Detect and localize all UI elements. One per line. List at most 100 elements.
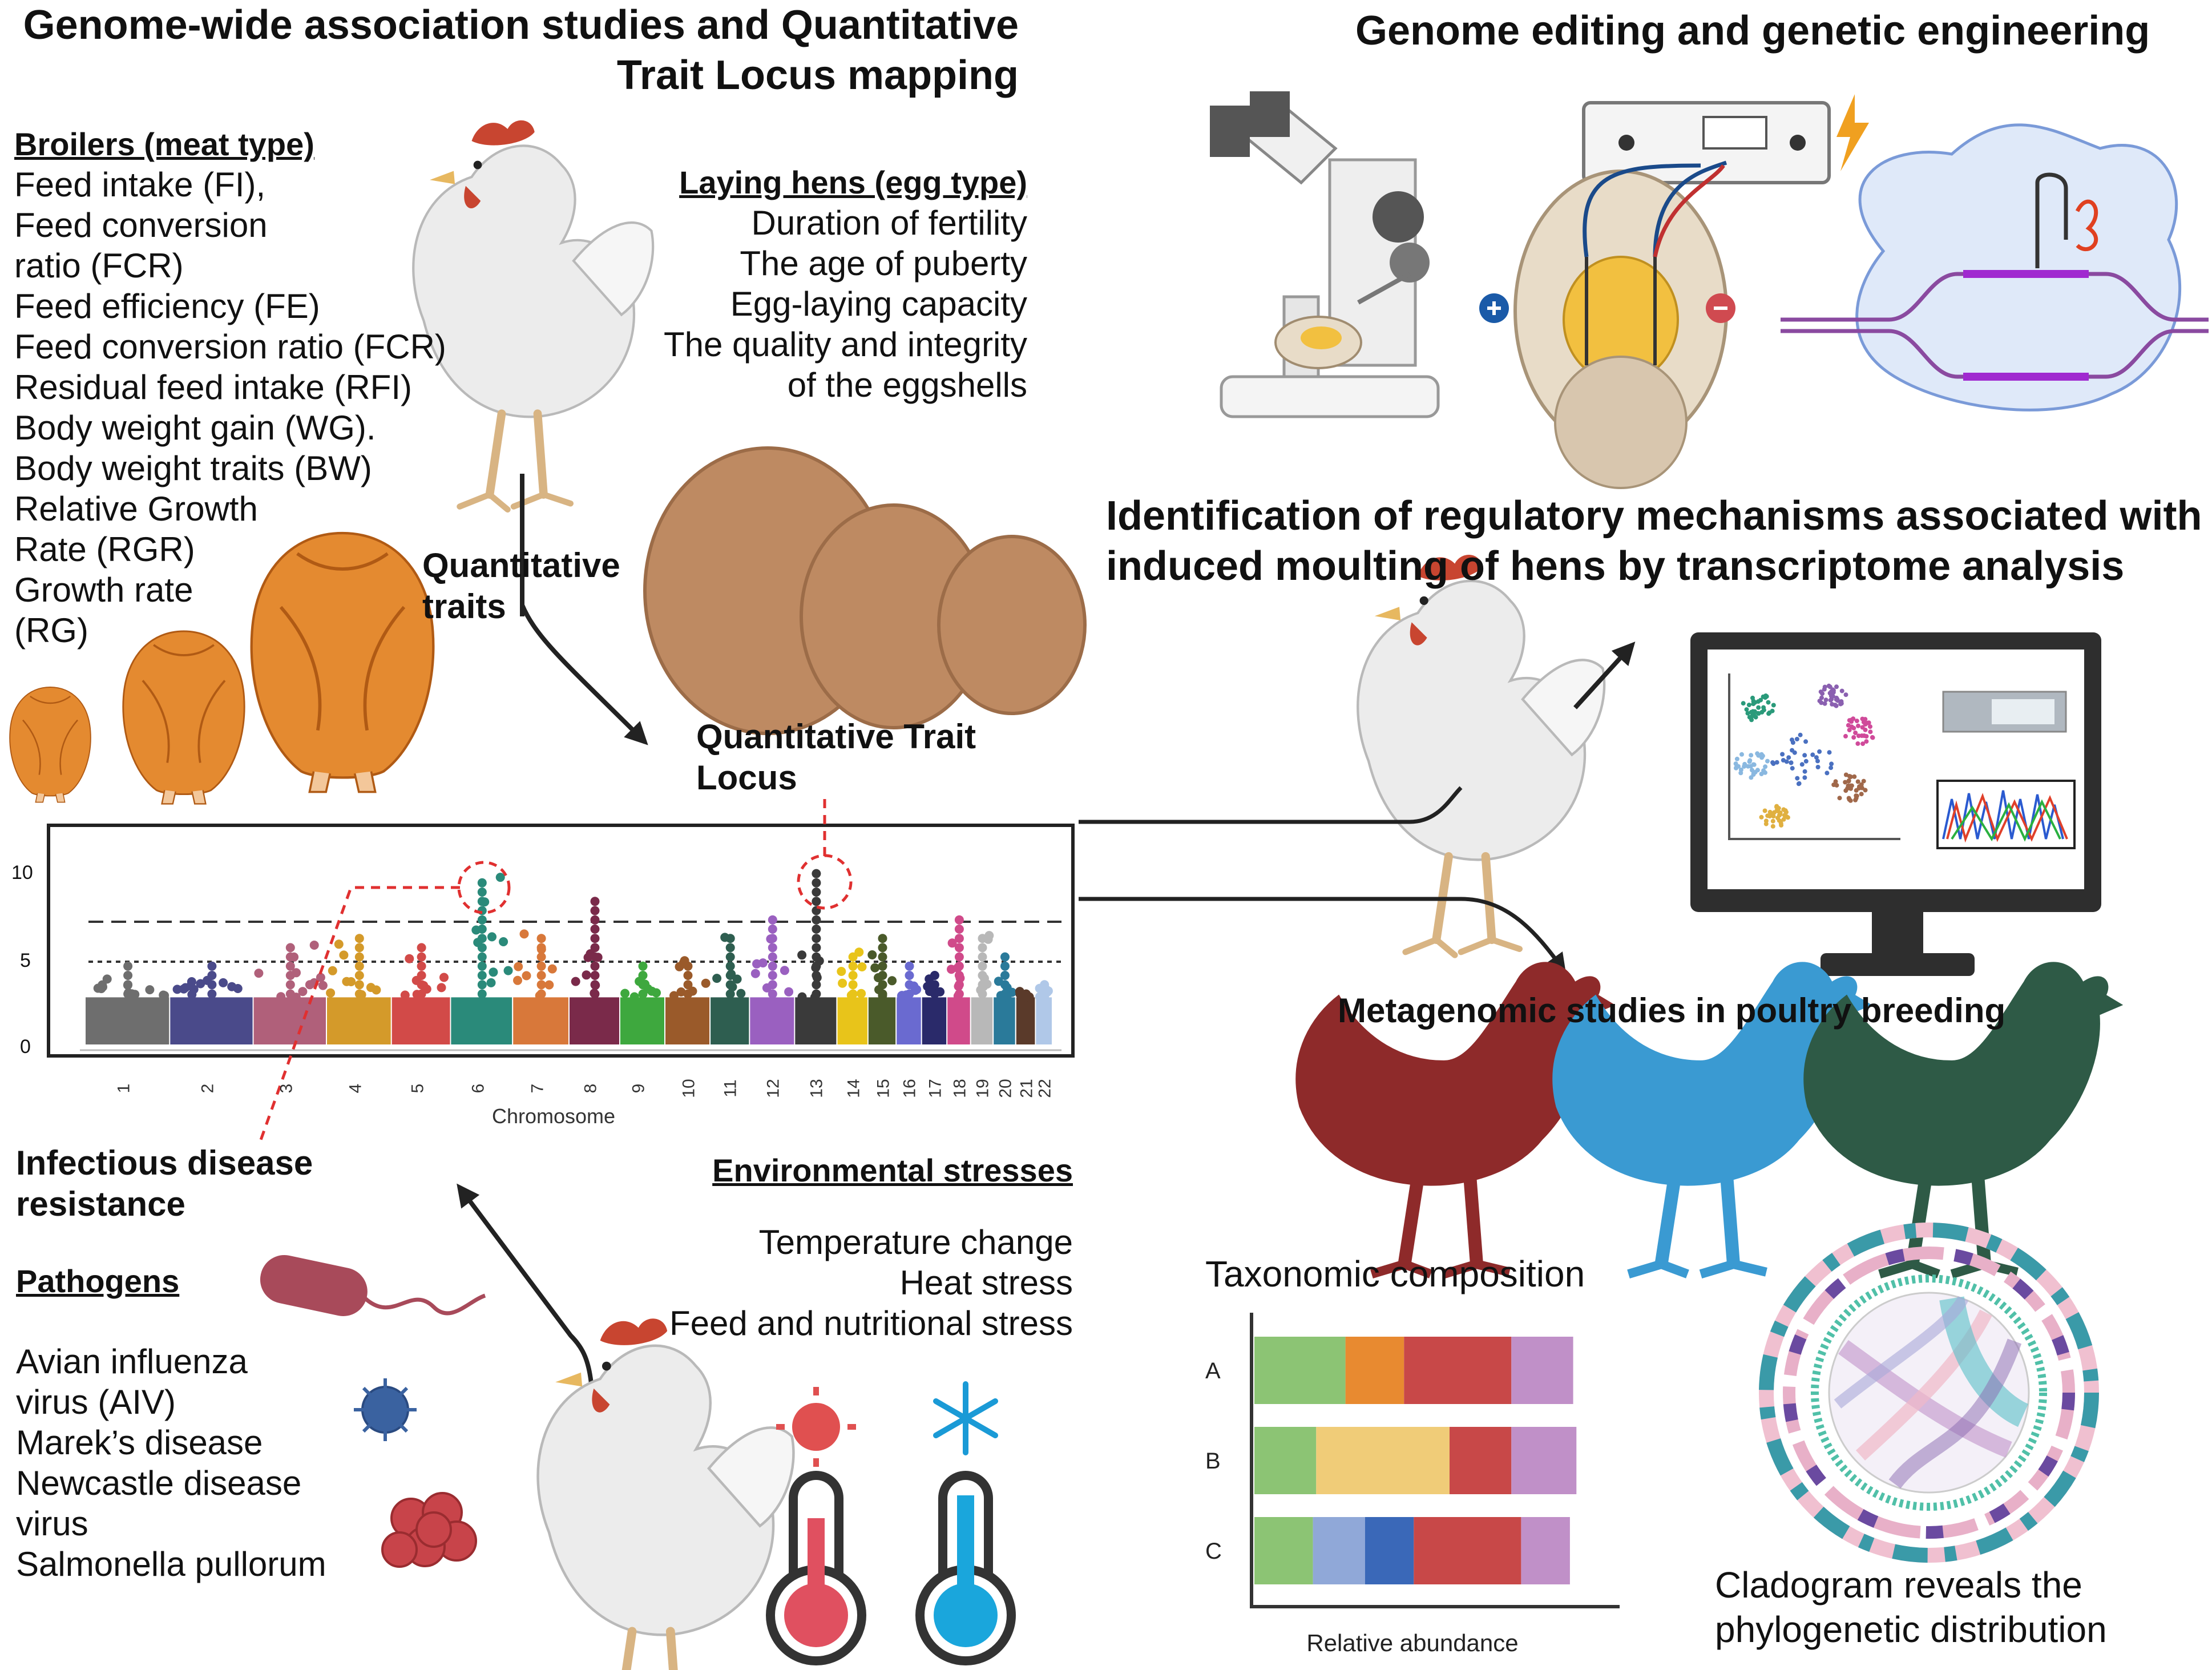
tsne-point	[1752, 709, 1757, 714]
tsne-point	[1778, 819, 1783, 824]
snp-peak-point	[930, 980, 939, 990]
tsne-point	[1828, 697, 1833, 703]
snp-point	[305, 980, 314, 990]
snp-peak-point	[768, 989, 777, 999]
snp-peak-point	[1022, 989, 1031, 999]
egg-electroporation-illustration	[1479, 160, 1735, 489]
taxonomic-category-label: A	[1205, 1358, 1221, 1383]
snp-point	[784, 987, 794, 997]
tsne-point	[1834, 697, 1839, 702]
tsne-point	[1766, 700, 1771, 705]
snp-peak-point	[768, 961, 777, 971]
snp-peak-point	[477, 897, 487, 906]
taxonomic-segment-A	[1345, 1337, 1404, 1404]
broiler-carcass-medium	[122, 630, 246, 805]
chromosome-tick-label: 6	[469, 1083, 488, 1094]
tsne-point	[1810, 752, 1815, 757]
tsne-point	[1763, 764, 1768, 769]
snp-peak-point	[978, 952, 987, 962]
chromosome-tick-label: 17	[926, 1079, 945, 1098]
tsne-point	[1774, 760, 1779, 765]
chromosome-band-15	[868, 997, 896, 1044]
snp-point	[867, 950, 877, 959]
chromosome-tick-label: 11	[721, 1079, 740, 1098]
tsne-point	[1843, 780, 1848, 785]
snp-peak-point	[683, 961, 693, 971]
broiler-trait: Feed efficiency (FE)	[14, 287, 320, 325]
tsne-point	[1759, 772, 1764, 776]
pathogen-item: Newcastle disease	[16, 1464, 302, 1502]
tsne-point	[1756, 705, 1761, 710]
snp-peak-point	[954, 934, 964, 943]
tsne-point	[1803, 759, 1809, 764]
tsne-point	[1864, 734, 1869, 739]
layers-block: Laying hens (egg type) Duration of ferti…	[571, 163, 1027, 405]
snp-peak-point	[725, 952, 735, 962]
tsne-point	[1763, 821, 1769, 826]
pathogen-item: virus (AIV)	[16, 1383, 176, 1421]
broiler-trait: Relative Growth	[14, 490, 258, 528]
taxonomic-segment-B	[1254, 1427, 1317, 1494]
cladogram-circos	[1759, 1223, 2099, 1563]
snp-point	[179, 984, 188, 994]
tsne-point	[1770, 760, 1775, 765]
snp-point	[736, 989, 746, 998]
tsne-point	[1847, 797, 1852, 802]
tsne-point	[1853, 731, 1858, 735]
snp-point	[346, 977, 356, 986]
gwas-title-line2: Trait Locus mapping	[616, 53, 1019, 98]
tsne-point	[1861, 778, 1866, 784]
tsne-point	[1863, 720, 1868, 725]
chromosome-band-11	[711, 997, 749, 1044]
snp-peak-point	[725, 943, 735, 953]
snp-point	[219, 978, 228, 987]
snp-peak-point	[536, 989, 546, 999]
taxonomic-segment-C	[1365, 1517, 1414, 1584]
chromosome-tick-label: 9	[629, 1083, 648, 1094]
snp-peak-point	[1000, 952, 1010, 962]
snp-peak-point	[590, 952, 600, 962]
snp-peak-point	[354, 971, 364, 980]
snp-peak-point	[954, 943, 964, 953]
snp-point	[334, 939, 344, 949]
taxonomic-segment-B	[1316, 1427, 1450, 1494]
layer-trait: Duration of fertility	[751, 204, 1027, 242]
snp-point	[870, 963, 880, 973]
tsne-point	[1771, 703, 1776, 708]
snp-peak-point	[207, 989, 217, 999]
snp-point	[857, 989, 866, 998]
tsne-point	[1803, 739, 1809, 744]
snp-peak-point	[354, 961, 364, 971]
snp-peak-point	[768, 952, 777, 962]
snp-point	[503, 966, 513, 975]
gwas-title-line1: Genome-wide association studies and Quan…	[23, 2, 1019, 48]
snp-peak-point	[848, 980, 858, 990]
snp-point	[318, 981, 328, 990]
tsne-point	[1769, 812, 1774, 817]
tsne-point	[1745, 711, 1750, 716]
pathogen-item: virus	[16, 1504, 88, 1543]
chromosome-tick-label: 19	[974, 1079, 993, 1098]
tsne-point	[1741, 701, 1746, 706]
tsne-point	[1860, 741, 1866, 747]
snp-point	[701, 978, 711, 988]
snp-point	[854, 947, 864, 957]
snp-peak-point	[536, 980, 546, 990]
chromosome-tick-label: 16	[901, 1079, 920, 1098]
broiler-trait: Feed intake (FI),	[14, 166, 266, 204]
snp-peak-point	[590, 934, 600, 943]
infectious-line2: resistance	[16, 1185, 185, 1223]
snp-peak-point	[812, 961, 821, 971]
peak-highlight-chr6	[457, 861, 511, 914]
chromosome-tick-label: 10	[679, 1079, 699, 1098]
chromosome-tick-label: 5	[407, 1083, 427, 1094]
snp-point	[522, 971, 531, 981]
snp-point	[172, 985, 182, 994]
chromosome-band-12	[750, 997, 794, 1044]
snp-peak-point	[590, 906, 600, 915]
tsne-point	[1764, 694, 1769, 699]
cladogram-caption: Cladogram reveals the phylogenetic distr…	[1715, 1563, 2107, 1652]
chromosome-tick-label: 20	[996, 1079, 1015, 1098]
tsne-point	[1749, 714, 1754, 719]
chromosome-band-2	[170, 997, 253, 1044]
